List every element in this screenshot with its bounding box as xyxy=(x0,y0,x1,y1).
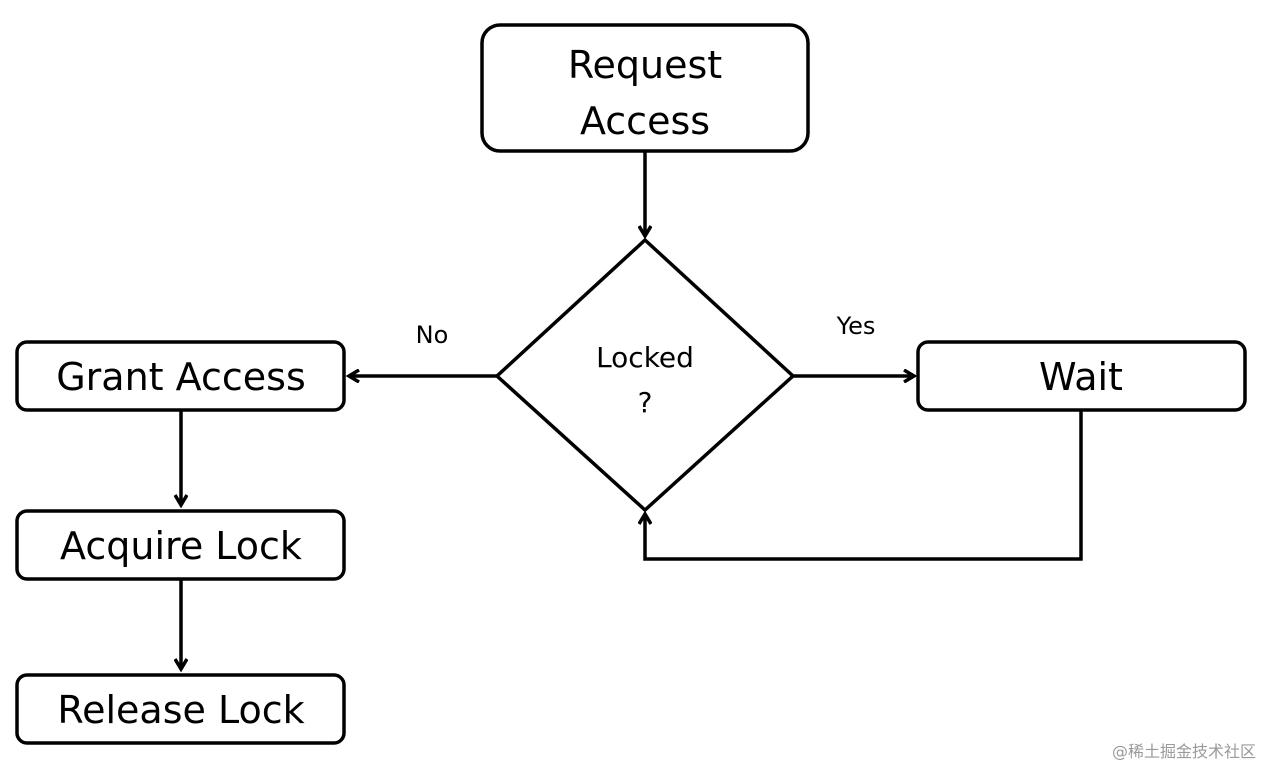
edge-wait-loop-to-decision xyxy=(645,410,1083,561)
node-acquire-lock-label: Acquire Lock xyxy=(60,524,302,568)
node-request-access: Request Access xyxy=(480,23,810,153)
node-decision-line1: Locked xyxy=(596,341,694,374)
node-grant-access-label: Grant Access xyxy=(56,355,306,399)
node-release-lock: Release Lock xyxy=(15,673,346,745)
edge-label-no: No xyxy=(416,321,449,349)
node-acquire-lock: Acquire Lock xyxy=(15,509,346,581)
node-decision-locked: Locked ? xyxy=(494,237,796,513)
node-release-lock-label: Release Lock xyxy=(57,688,304,732)
edge-label-yes: Yes xyxy=(836,312,876,340)
watermark-text: @稀土掘金技术社区 xyxy=(1112,742,1256,761)
node-decision-line2: ? xyxy=(638,386,653,419)
node-grant-access: Grant Access xyxy=(15,340,346,412)
node-request-access-line1: Request xyxy=(568,43,722,87)
node-request-access-line2: Access xyxy=(580,99,710,143)
node-wait: Wait xyxy=(916,340,1247,412)
node-wait-label: Wait xyxy=(1039,355,1123,399)
